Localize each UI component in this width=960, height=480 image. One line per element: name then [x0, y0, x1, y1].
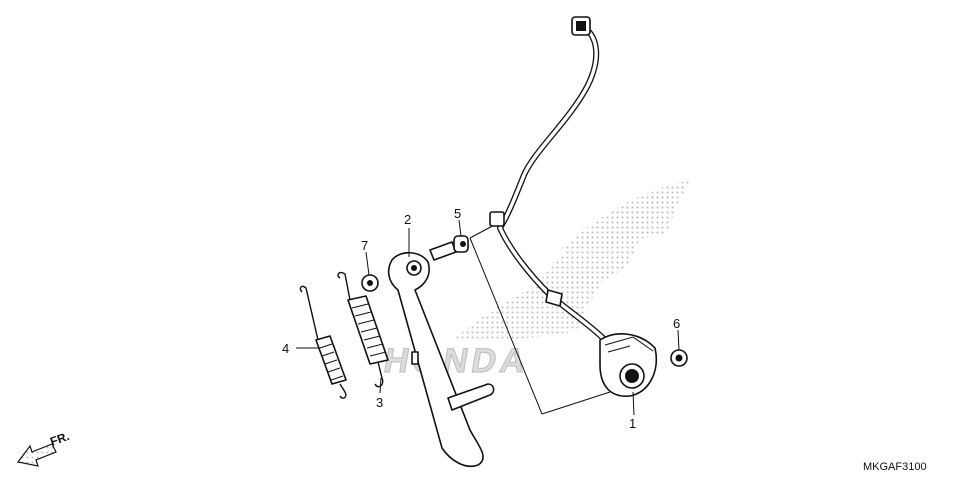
callout-4: 4 [282, 341, 289, 356]
callout-leaders [296, 219, 680, 416]
callout-6: 6 [673, 316, 680, 331]
nut-part-6 [670, 349, 688, 367]
callout-5: 5 [454, 206, 461, 221]
side-stand-switch [489, 16, 657, 397]
callout-2: 2 [404, 212, 411, 227]
spring-part-3 [337, 271, 389, 388]
washer-part-7 [361, 274, 379, 292]
callout-7: 7 [361, 238, 368, 253]
bolt-part-5 [429, 235, 469, 261]
watermark-text: HONDA [381, 342, 532, 380]
spring-part-4 [299, 285, 347, 399]
front-direction-indicator: FR. [16, 429, 71, 467]
side-stand-part-2 [387, 251, 495, 467]
catalog-code: MKGAF3100 [863, 461, 927, 473]
callout-1: 1 [629, 416, 636, 431]
front-label: FR. [48, 429, 71, 449]
front-arrow-icon [16, 443, 57, 467]
callout-labels: 1 2 3 4 5 6 7 [282, 206, 680, 431]
callout-3: 3 [376, 395, 383, 410]
